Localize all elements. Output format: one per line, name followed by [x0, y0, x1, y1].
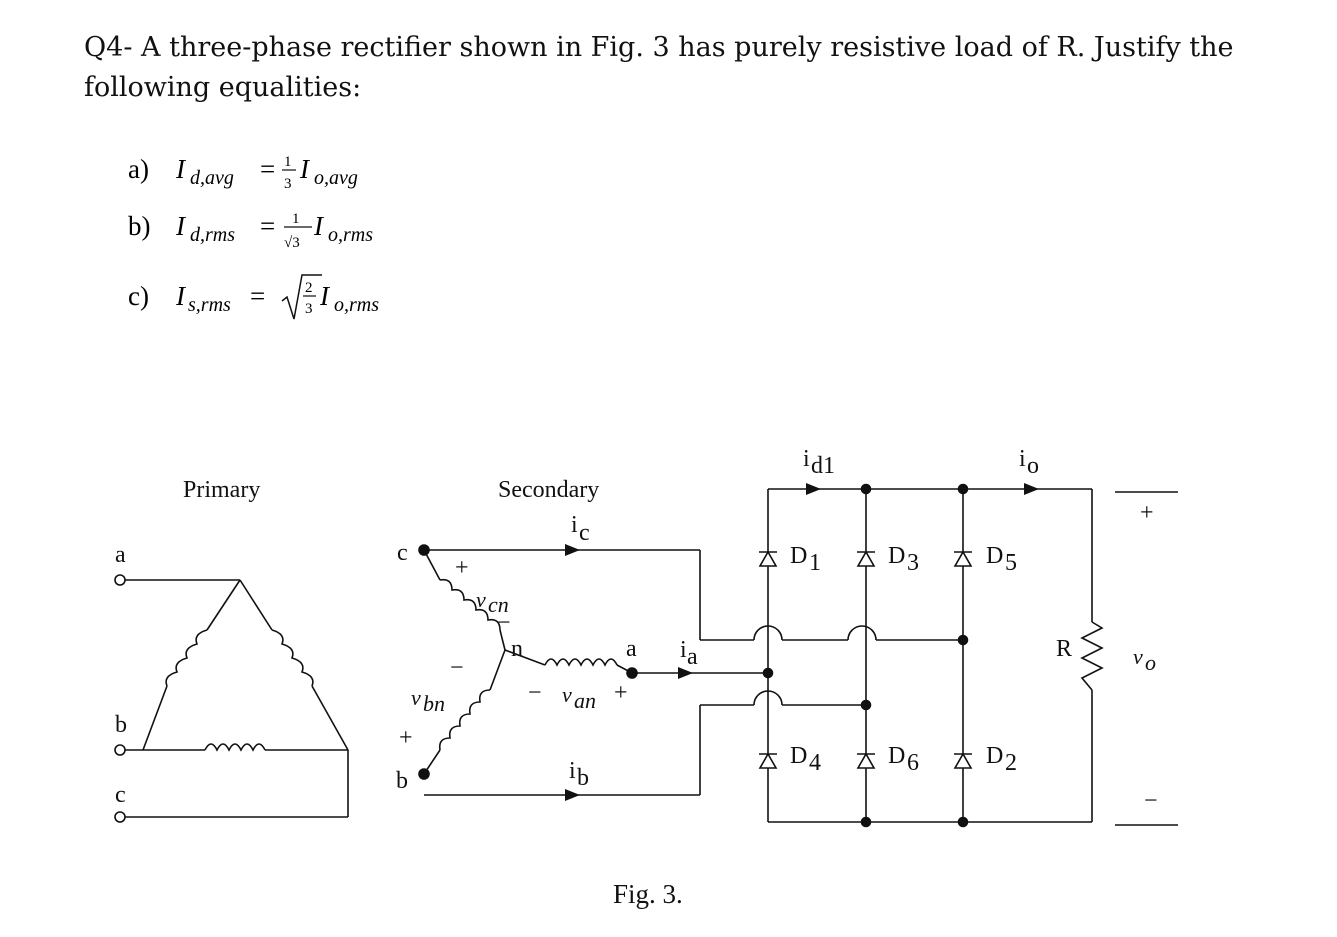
- diode-d6: D 6: [856, 743, 919, 776]
- equations: a) I d,avg = 1 3 I o,avg b) I d,rms = 1 …: [128, 154, 379, 320]
- minus-sign: −: [1144, 788, 1158, 814]
- diode-d4: D 4: [758, 743, 821, 776]
- current-b-sub: b: [577, 765, 589, 791]
- equation-rhs-sub: o,rms: [328, 224, 373, 246]
- equation-lhs: I: [175, 281, 187, 311]
- voltage-an: v: [562, 682, 572, 707]
- current-b: i: [569, 758, 576, 784]
- minus-sign: −: [497, 610, 511, 636]
- svg-text:D: D: [888, 543, 905, 569]
- equation-lhs-sub: d,rms: [190, 224, 235, 246]
- equation-lhs: I: [175, 154, 187, 184]
- voltage-bn-sub: bn: [423, 691, 445, 716]
- voltage-bn: v: [411, 685, 421, 710]
- equals-sign: =: [250, 281, 265, 311]
- line-wires: [424, 544, 969, 801]
- svg-text:a: a: [115, 542, 126, 568]
- equation-b: b) I d,rms = 1 √3 I o,rms: [128, 211, 373, 251]
- output-voltage: + v o −: [1115, 491, 1178, 826]
- equation-label: c): [128, 281, 149, 311]
- current-a: i: [680, 637, 687, 663]
- figure-caption: Fig. 3.: [613, 879, 683, 909]
- svg-text:D: D: [986, 543, 1003, 569]
- equation-lhs-sub: d,avg: [190, 167, 234, 189]
- svg-text:b: b: [115, 712, 127, 738]
- svg-text:6: 6: [907, 750, 919, 776]
- current-d1-sub: d1: [811, 453, 835, 479]
- plus-sign: +: [1140, 500, 1154, 526]
- plus-sign: +: [399, 725, 413, 751]
- voltage-o: v: [1133, 644, 1143, 669]
- load-resistor: R: [1056, 621, 1104, 691]
- plus-sign: +: [614, 680, 628, 706]
- equation-rhs: I: [299, 154, 311, 184]
- equation-rhs: I: [313, 211, 325, 241]
- coef-denominator: 3: [284, 176, 292, 192]
- current-o-sub: o: [1027, 453, 1039, 479]
- equation-label: a): [128, 154, 149, 184]
- svg-text:5: 5: [1005, 550, 1017, 576]
- equation-rhs: I: [319, 281, 331, 311]
- secondary-wye-winding: c b n a: [396, 540, 638, 794]
- current-d1: i: [803, 446, 810, 472]
- voltage-cn: v: [476, 587, 486, 612]
- diode-d2: D 2: [953, 743, 1017, 776]
- equation-a: a) I d,avg = 1 3 I o,avg: [128, 154, 358, 192]
- primary-terminal-b: b: [114, 712, 143, 756]
- coef-denominator: 3: [305, 301, 313, 317]
- svg-text:4: 4: [809, 750, 821, 776]
- equation-c: c) I s,rms = 2 3 I o,rms: [128, 274, 379, 320]
- diode-d5: D 5: [953, 543, 1017, 576]
- secondary-label: Secondary: [498, 477, 599, 503]
- resistor-label: R: [1056, 636, 1072, 662]
- current-a-sub: a: [687, 644, 698, 670]
- minus-sign: −: [450, 655, 464, 681]
- equation-rhs-sub: o,avg: [314, 167, 358, 189]
- equation-rhs-sub: o,rms: [334, 294, 379, 316]
- secondary-terminal-n: n: [511, 636, 523, 662]
- svg-text:3: 3: [907, 550, 919, 576]
- current-c: i: [571, 512, 578, 538]
- minus-sign: −: [528, 680, 542, 706]
- secondary-terminal-c: c: [397, 540, 408, 566]
- voltage-labels: + v cn − − v bn + − v an +: [399, 555, 628, 751]
- current-c-sub: c: [579, 520, 590, 546]
- current-labels: i c i a i b i d1 i o: [569, 446, 1039, 791]
- secondary-terminal-b: b: [396, 768, 408, 794]
- equals-sign: =: [260, 154, 275, 184]
- svg-text:2: 2: [1005, 750, 1017, 776]
- question-text: Q4- A three-phase rectifier shown in Fig…: [84, 32, 1234, 103]
- voltage-an-sub: an: [574, 688, 596, 713]
- current-o: i: [1019, 446, 1026, 472]
- svg-text:D: D: [790, 543, 807, 569]
- sqrt-sign: [281, 274, 322, 320]
- coef-numerator: 2: [305, 280, 313, 296]
- voltage-cn-sub: cn: [488, 592, 509, 617]
- equals-sign: =: [260, 211, 275, 241]
- coef-numerator: 1: [284, 154, 292, 170]
- primary-label: Primary: [183, 477, 260, 503]
- svg-text:D: D: [986, 743, 1003, 769]
- plus-sign: +: [455, 555, 469, 581]
- svg-text:D: D: [888, 743, 905, 769]
- coef-denominator: √3: [284, 235, 300, 251]
- secondary-terminal-a: a: [626, 636, 637, 662]
- voltage-o-sub: o: [1145, 650, 1156, 675]
- primary-terminal-a: a: [114, 542, 240, 586]
- equation-lhs: I: [175, 211, 187, 241]
- svg-text:1: 1: [809, 550, 821, 576]
- equation-label: b): [128, 211, 151, 241]
- svg-text:D: D: [790, 743, 807, 769]
- primary-terminal-c: c: [114, 750, 349, 823]
- coef-numerator: 1: [292, 211, 300, 227]
- primary-delta-winding: [142, 579, 349, 752]
- diode-d1: D 1: [758, 543, 821, 576]
- equation-lhs-sub: s,rms: [188, 294, 231, 316]
- diode-d3: D 3: [856, 543, 919, 576]
- svg-text:c: c: [115, 782, 126, 808]
